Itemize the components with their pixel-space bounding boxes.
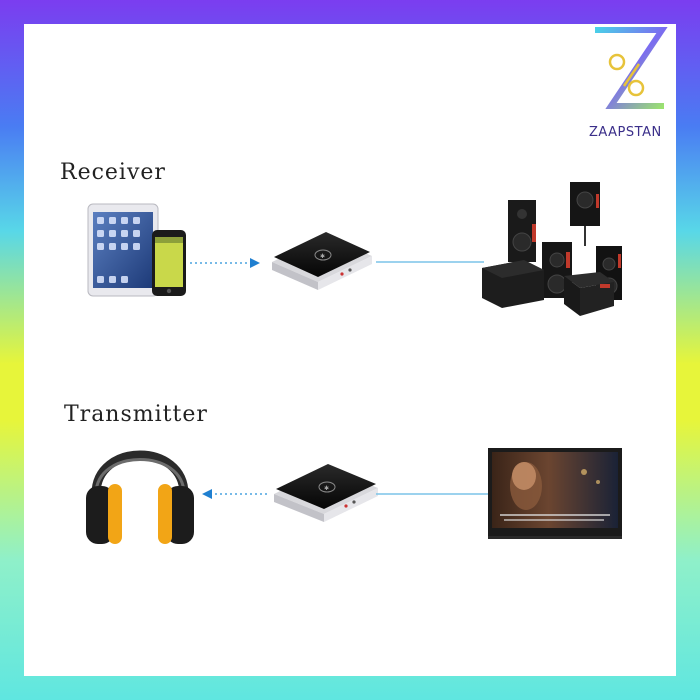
transmitter-label: Transmitter <box>64 402 208 427</box>
bluetooth-adapter-transmitter: ✱ <box>274 464 378 522</box>
brand-name: ZAAPSTAN <box>589 125 662 140</box>
tablet-icon <box>88 204 158 296</box>
output-arrow <box>202 489 268 499</box>
headphones-icon <box>86 455 194 544</box>
diagram-canvas: ✱ <box>24 24 676 676</box>
bluetooth-adapter-receiver: ✱ <box>272 232 372 290</box>
svg-text:✱: ✱ <box>320 253 325 260</box>
brand-logo-icon <box>595 30 664 106</box>
smartphone-icon <box>152 230 186 296</box>
diagram-svg: ✱ <box>24 24 676 676</box>
receiver-label: Receiver <box>60 160 166 185</box>
speakers-icon <box>482 182 622 316</box>
tv-icon <box>488 448 622 539</box>
svg-text:✱: ✱ <box>324 485 329 492</box>
input-arrow <box>190 258 260 268</box>
